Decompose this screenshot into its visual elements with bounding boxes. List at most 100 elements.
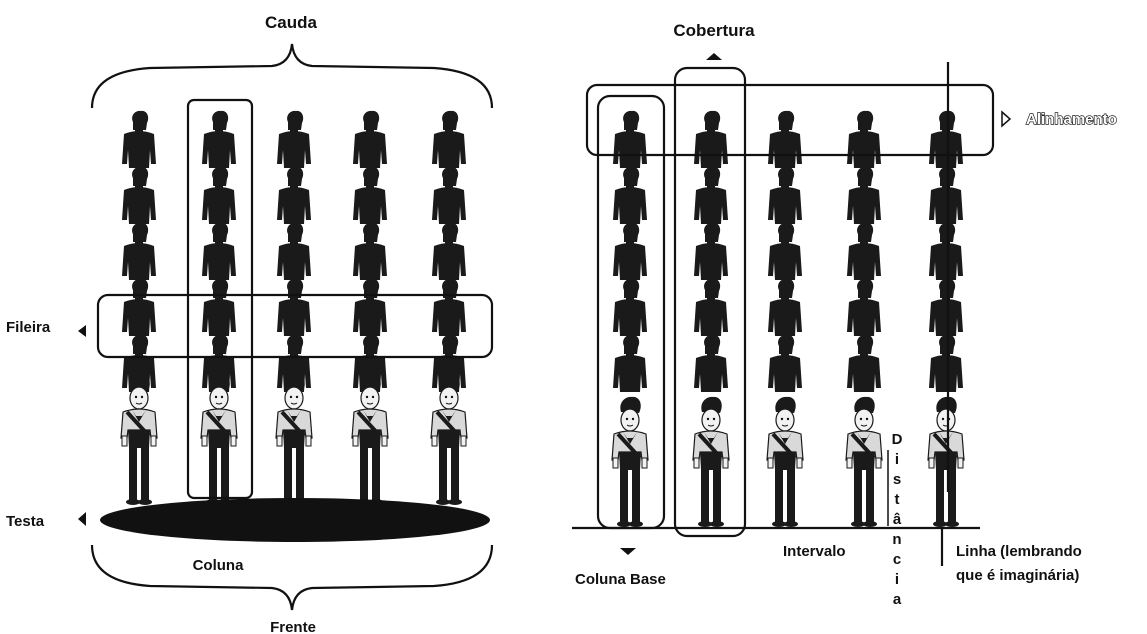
person-column — [928, 111, 964, 527]
label-fileira: Fileira — [6, 319, 51, 336]
label-coluna: Coluna — [193, 557, 244, 574]
person-column — [276, 111, 312, 505]
person-silhouette-icon — [847, 279, 881, 336]
label-coluna-base: Coluna Base — [575, 571, 666, 588]
scout-figure-icon — [201, 375, 237, 505]
label-cauda: Cauda — [265, 13, 318, 32]
person-silhouette-icon — [122, 279, 156, 336]
person-silhouette-icon — [277, 279, 311, 336]
person-column — [767, 111, 803, 527]
scout-figure-icon — [693, 397, 729, 527]
person-silhouette-icon — [202, 223, 236, 280]
person-silhouette-icon — [202, 167, 236, 224]
marker-left-icon — [78, 512, 86, 526]
person-silhouette-icon — [694, 335, 728, 392]
person-silhouette-icon — [768, 111, 802, 168]
person-silhouette-icon — [122, 111, 156, 168]
scout-figure-icon — [612, 397, 648, 527]
person-column — [693, 111, 729, 527]
person-silhouette-icon — [929, 167, 963, 224]
person-silhouette-icon — [613, 167, 647, 224]
marker-right-outline-icon — [1002, 112, 1010, 126]
person-silhouette-icon — [847, 167, 881, 224]
person-silhouette-icon — [694, 223, 728, 280]
person-silhouette-icon — [613, 335, 647, 392]
distance-letter: s — [893, 471, 901, 488]
person-column — [846, 111, 882, 527]
person-silhouette-icon — [353, 279, 387, 336]
person-silhouette-icon — [613, 111, 647, 168]
person-column — [121, 111, 157, 505]
person-silhouette-icon — [432, 111, 466, 168]
person-silhouette-icon — [768, 279, 802, 336]
person-silhouette-icon — [432, 279, 466, 336]
distance-letter: n — [892, 531, 901, 548]
person-silhouette-icon — [432, 167, 466, 224]
person-silhouette-icon — [768, 223, 802, 280]
person-column — [201, 111, 237, 505]
label-intervalo-main: Interval — [783, 543, 836, 560]
label-frente: Frente — [270, 619, 316, 634]
label-intervalo: Intervalo — [783, 543, 846, 560]
person-silhouette-icon — [929, 335, 963, 392]
person-silhouette-icon — [277, 111, 311, 168]
person-silhouette-icon — [202, 279, 236, 336]
marker-down-icon — [620, 548, 636, 555]
marker-up-icon — [706, 53, 722, 60]
person-silhouette-icon — [694, 167, 728, 224]
person-silhouette-icon — [353, 167, 387, 224]
scout-figure-icon — [276, 375, 312, 505]
label-testa: Testa — [6, 513, 45, 530]
distance-letter: t — [895, 491, 900, 508]
label-cobertura: Cobertura — [673, 21, 755, 40]
distance-letter: i — [895, 451, 899, 468]
person-silhouette-icon — [122, 223, 156, 280]
person-silhouette-icon — [929, 279, 963, 336]
person-silhouette-icon — [613, 223, 647, 280]
person-silhouette-icon — [353, 223, 387, 280]
scout-figure-icon — [352, 375, 388, 505]
label-linha-1: Linha (lembrando — [956, 543, 1082, 560]
person-silhouette-icon — [929, 223, 963, 280]
person-silhouette-icon — [122, 167, 156, 224]
person-column — [431, 111, 467, 505]
distance-letter: D — [892, 431, 903, 448]
person-silhouette-icon — [277, 223, 311, 280]
scout-figure-icon — [767, 397, 803, 527]
scout-figure-icon — [121, 375, 157, 505]
scout-figure-icon — [928, 397, 964, 527]
person-silhouette-icon — [694, 279, 728, 336]
distance-letter: â — [893, 511, 902, 528]
marker-left-icon — [78, 325, 86, 337]
person-silhouette-icon — [847, 335, 881, 392]
left-columns — [121, 111, 467, 505]
right-diagram: Cobertura Alinhamento Coluna Base Interv… — [572, 21, 1117, 608]
person-column — [352, 111, 388, 505]
distance-letter: c — [893, 551, 901, 568]
label-linha-2: que é imaginária) — [956, 567, 1079, 584]
scout-figure-icon — [846, 397, 882, 527]
person-silhouette-icon — [694, 111, 728, 168]
distance-letter: i — [895, 571, 899, 588]
front-row-ellipse — [100, 498, 490, 542]
person-silhouette-icon — [613, 279, 647, 336]
person-column — [612, 111, 648, 527]
person-silhouette-icon — [432, 223, 466, 280]
distance-letter: a — [893, 591, 902, 608]
person-silhouette-icon — [847, 111, 881, 168]
person-silhouette-icon — [202, 111, 236, 168]
bottom-brace — [92, 545, 492, 610]
person-silhouette-icon — [768, 335, 802, 392]
person-silhouette-icon — [277, 167, 311, 224]
label-intervalo-suffix: o — [836, 543, 845, 560]
person-silhouette-icon — [929, 111, 963, 168]
scout-figure-icon — [431, 375, 467, 505]
top-brace — [92, 44, 492, 108]
person-silhouette-icon — [768, 167, 802, 224]
label-alinhamento: Alinhamento — [1026, 111, 1117, 128]
person-silhouette-icon — [353, 111, 387, 168]
person-silhouette-icon — [847, 223, 881, 280]
left-diagram: Cauda Fileira Testa Coluna Frente — [6, 13, 492, 634]
